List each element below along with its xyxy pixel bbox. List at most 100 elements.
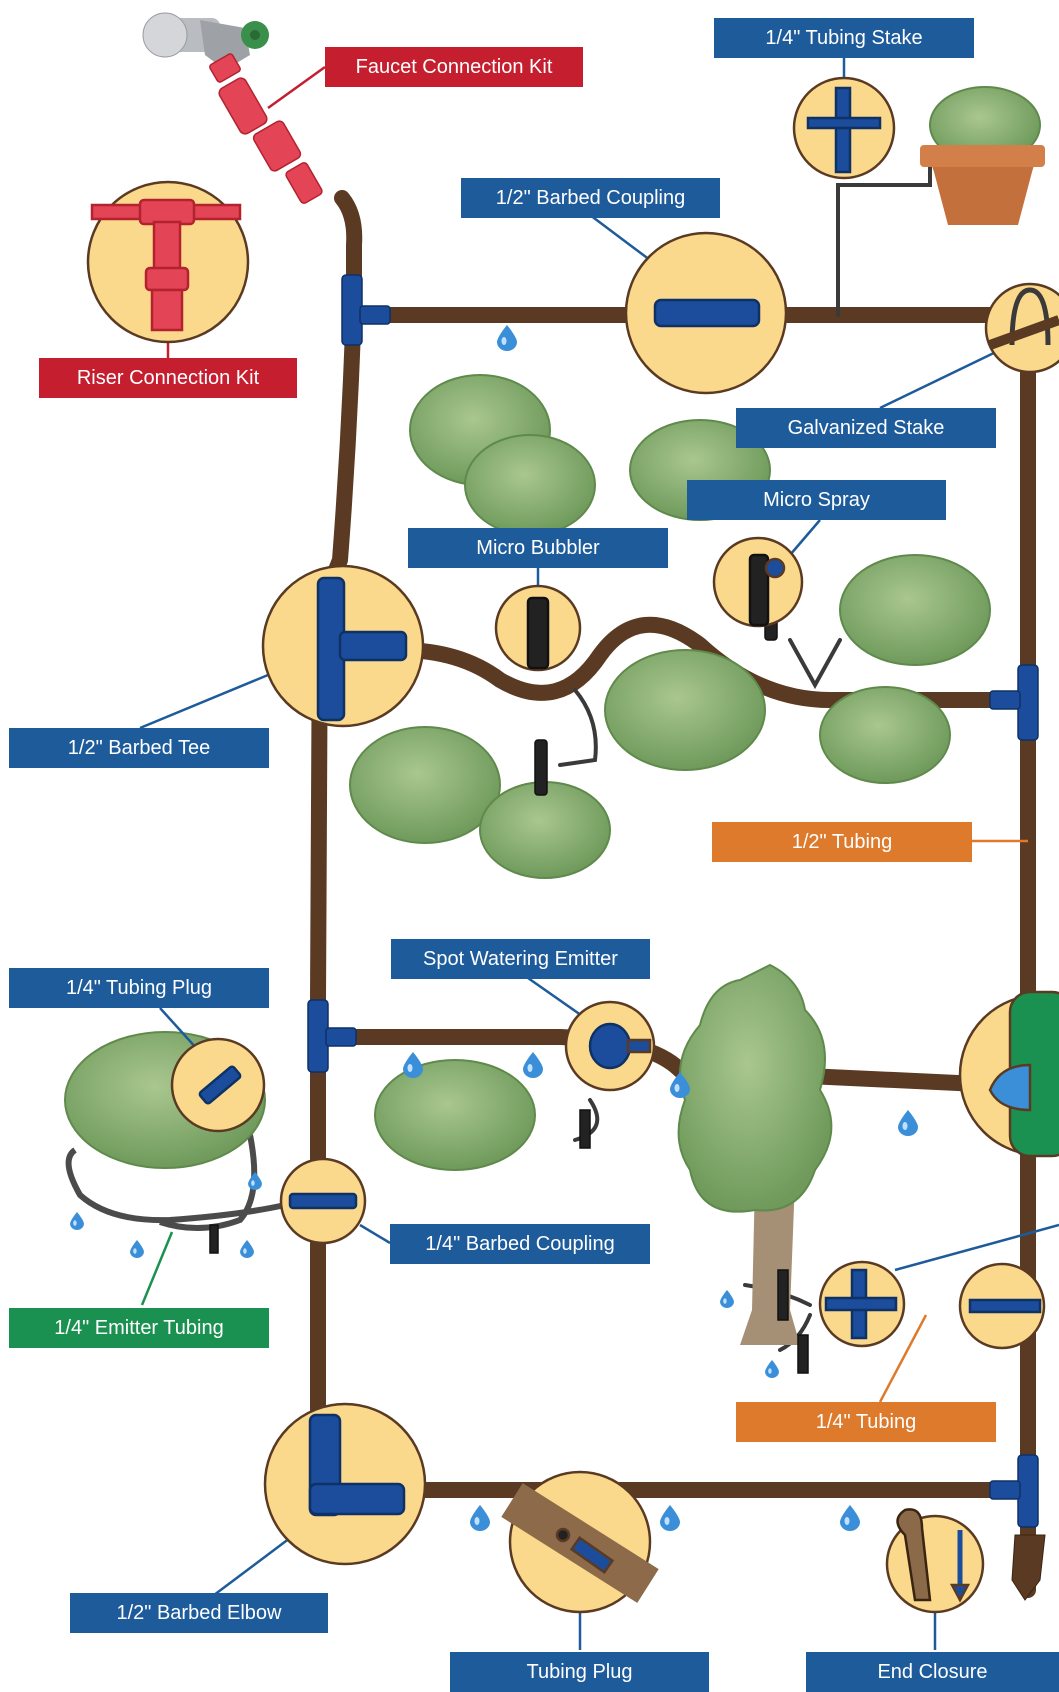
callout-galvanized-stake <box>984 282 1059 374</box>
shrub <box>604 649 766 771</box>
water-drop <box>840 1505 860 1531</box>
pressure-regulator <box>252 120 302 172</box>
tee-fitting-spot <box>307 999 329 1073</box>
tree-canopy <box>677 963 833 1213</box>
tree-emitter-fitting <box>797 1334 809 1374</box>
spot-emitter-stake <box>579 1109 591 1149</box>
callout-inline-emitter <box>958 990 1059 1158</box>
label-tubing-stake-quarter: 1/4" Tubing Stake <box>714 18 974 58</box>
leader-barbed-coupling-half <box>589 214 651 261</box>
label-barbed-coupling-half: 1/2" Barbed Coupling <box>461 178 720 218</box>
left-main-tubing <box>310 292 362 1428</box>
faucet-adapter <box>209 53 241 83</box>
tree-emitter-fitting <box>777 1269 789 1321</box>
tee-fitting-top-branch <box>359 305 391 325</box>
micro-bubbler-stake <box>534 739 548 796</box>
tee-fitting-right <box>1017 664 1039 741</box>
shrub <box>479 781 611 879</box>
emitter-tubing-loop <box>65 1134 286 1231</box>
label-micro-spray: Micro Spray <box>687 480 946 520</box>
leader-lines <box>139 58 1059 1650</box>
leader-faucet-kit <box>267 65 326 110</box>
tee-fitting-top <box>341 274 363 346</box>
faucet-wall-flange <box>142 12 188 58</box>
pot-feeder-tubing <box>836 148 932 317</box>
tee-fitting-bottom-branch <box>989 1480 1021 1500</box>
backflow-preventer <box>218 77 268 135</box>
callout-tubing-stake <box>792 76 896 180</box>
label-emitter-tubing-quarter: 1/4" Emitter Tubing <box>9 1308 269 1348</box>
leader-galvanized-stake <box>879 348 1001 410</box>
callout-tubing-plug <box>501 1470 659 1614</box>
water-drop <box>403 1052 423 1078</box>
shrub <box>464 434 596 536</box>
bubbler-feeder-tubing <box>558 688 598 767</box>
label-spot-watering-emitter: Spot Watering Emitter <box>391 939 650 979</box>
tree <box>677 963 833 1345</box>
callout-barbed-coupling-half <box>624 231 788 395</box>
label-barbed-coupling-quarter: 1/4" Barbed Coupling <box>390 1224 650 1264</box>
callout-micro-bubbler <box>494 584 582 672</box>
tee-fitting-bottom <box>1017 1454 1039 1528</box>
leader-tubing-quarter <box>878 1314 928 1403</box>
leader-barbed-tee-half <box>139 673 269 730</box>
label-riser-connection-kit: Riser Connection Kit <box>39 358 297 398</box>
label-barbed-elbow-half: 1/2" Barbed Elbow <box>70 1593 328 1633</box>
faucet-supply-tubing <box>334 190 363 308</box>
water-drop <box>497 325 517 351</box>
faucet-connection-kit-parts <box>209 53 323 204</box>
hose-adapter <box>285 162 323 204</box>
water-drop <box>720 1290 734 1308</box>
label-galvanized-stake: Galvanized Stake <box>736 408 996 448</box>
tubing-plug-fitting <box>209 1224 219 1254</box>
label-tubing-plug: Tubing Plug <box>450 1652 709 1692</box>
spray-feeder-tubing <box>788 638 842 690</box>
callout-micro-spray <box>712 536 804 628</box>
water-drop <box>248 1172 262 1190</box>
callout-spot-watering-emitter <box>564 1000 656 1092</box>
callout-quarter-barb <box>958 1262 1046 1350</box>
leader-tree-tee <box>894 1223 1059 1272</box>
water-drop <box>240 1240 254 1258</box>
label-tubing-quarter: 1/4" Tubing <box>736 1402 996 1442</box>
callout-tubing-plug-quarter <box>170 1037 266 1133</box>
water-drop <box>660 1505 680 1531</box>
shrub <box>819 686 951 784</box>
shrub <box>349 726 501 844</box>
callout-circles <box>86 76 1059 1614</box>
callout-barbed-tee-half <box>261 564 425 728</box>
callout-barbed-coupling-quarter <box>279 1157 367 1245</box>
potted-plant <box>920 86 1045 225</box>
shrubs <box>64 374 991 1171</box>
shrub <box>839 554 991 666</box>
tee-fitting-spot-branch <box>325 1027 357 1047</box>
callout-riser-connection-kit <box>86 180 250 344</box>
callout-barbed-elbow-half <box>263 1402 427 1566</box>
water-drop <box>898 1110 918 1136</box>
label-barbed-tee-half: 1/2" Barbed Tee <box>9 728 269 768</box>
leader-spot-emitter <box>527 976 589 1022</box>
leader-micro-spray <box>789 519 821 556</box>
shrub <box>374 1059 536 1171</box>
water-drop <box>470 1505 490 1531</box>
leader-emitter-tubing <box>140 1231 174 1306</box>
faucet <box>142 12 269 70</box>
leader-barbed-coupling-quarter <box>359 1223 391 1245</box>
faucet-handle-hub <box>250 30 260 40</box>
tee-fitting-right-branch <box>989 690 1021 710</box>
water-drop <box>523 1052 543 1078</box>
label-tubing-half: 1/2" Tubing <box>712 822 972 862</box>
water-drop <box>765 1360 779 1378</box>
end-closure-fitting <box>1011 1534 1046 1601</box>
label-micro-bubbler: Micro Bubbler <box>408 528 668 568</box>
label-faucet-connection-kit: Faucet Connection Kit <box>325 47 583 87</box>
clay-pot-rim <box>920 145 1045 167</box>
callout-tree-tee <box>818 1260 906 1348</box>
leader-tubing-plug-quarter <box>159 1007 199 1051</box>
label-tubing-plug-quarter: 1/4" Tubing Plug <box>9 968 269 1008</box>
water-drop <box>130 1240 144 1258</box>
water-drop <box>70 1212 84 1230</box>
callout-end-closure <box>885 1508 985 1614</box>
label-end-closure: End Closure <box>806 1652 1059 1692</box>
